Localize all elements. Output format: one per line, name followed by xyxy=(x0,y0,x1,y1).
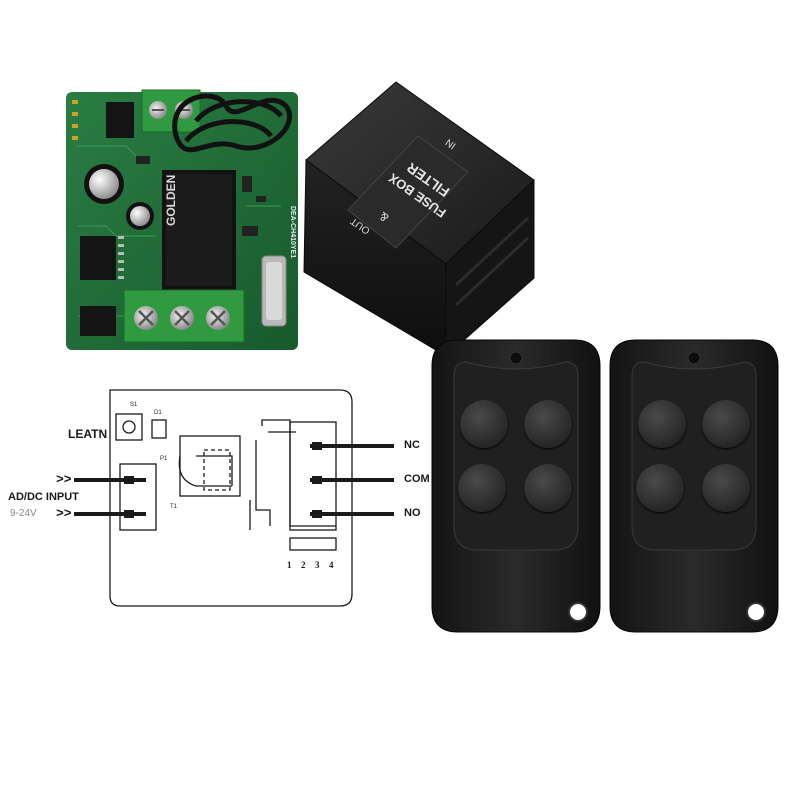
remote-1-button-d[interactable] xyxy=(524,464,572,512)
remote-2-button-b[interactable] xyxy=(702,400,750,448)
terminal-1: 1 xyxy=(287,560,292,570)
filter-fuse-box: IN FILTER FUSE BOX & OUT xyxy=(296,80,546,362)
s1-label: S1 xyxy=(130,402,138,408)
remote-control-2 xyxy=(606,336,782,636)
d1-label: D1 xyxy=(154,410,162,416)
output-no-label: NO xyxy=(404,507,421,519)
input-arrow-bottom: >> xyxy=(56,506,72,521)
receiver-board-graphic xyxy=(66,89,298,350)
remote-2-button-c[interactable] xyxy=(636,464,684,512)
remote-2-button-a[interactable] xyxy=(638,400,686,448)
t1-label: T1 xyxy=(170,504,178,510)
output-nc-label: NC xyxy=(404,439,420,451)
remote-1-body xyxy=(431,339,601,633)
remote-1-button-c[interactable] xyxy=(458,464,506,512)
terminal-3: 3 xyxy=(315,560,320,570)
remote-1-button-a[interactable] xyxy=(460,400,508,448)
remote-2-body xyxy=(609,339,779,633)
wiring-diagram-graphic xyxy=(74,389,394,607)
input-arrow-top: >> xyxy=(56,472,72,487)
antenna-label: LEATN xyxy=(68,427,108,441)
relay-brand-text: GOLDEN xyxy=(164,174,178,226)
output-com-label: COM xyxy=(404,473,430,485)
remote-1-button-b[interactable] xyxy=(524,400,572,448)
remote-2-button-d[interactable] xyxy=(702,464,750,512)
terminal-2: 2 xyxy=(301,560,306,570)
filter-box-graphic xyxy=(303,81,535,358)
p1-label: P1 xyxy=(160,456,168,462)
input-label: AD/DC INPUT xyxy=(8,491,79,503)
terminal-4: 4 xyxy=(329,560,334,570)
voltage-label: 9-24V xyxy=(10,508,37,519)
remote-control-1 xyxy=(428,336,604,636)
board-code-text: DEA-CH410YE1 xyxy=(289,206,296,259)
receiver-board: GOLDEN DEA-CH410YE1 xyxy=(66,86,306,352)
wiring-diagram: LEATN >> >> AD/DC INPUT 9-24V NC COM NO … xyxy=(0,380,430,620)
